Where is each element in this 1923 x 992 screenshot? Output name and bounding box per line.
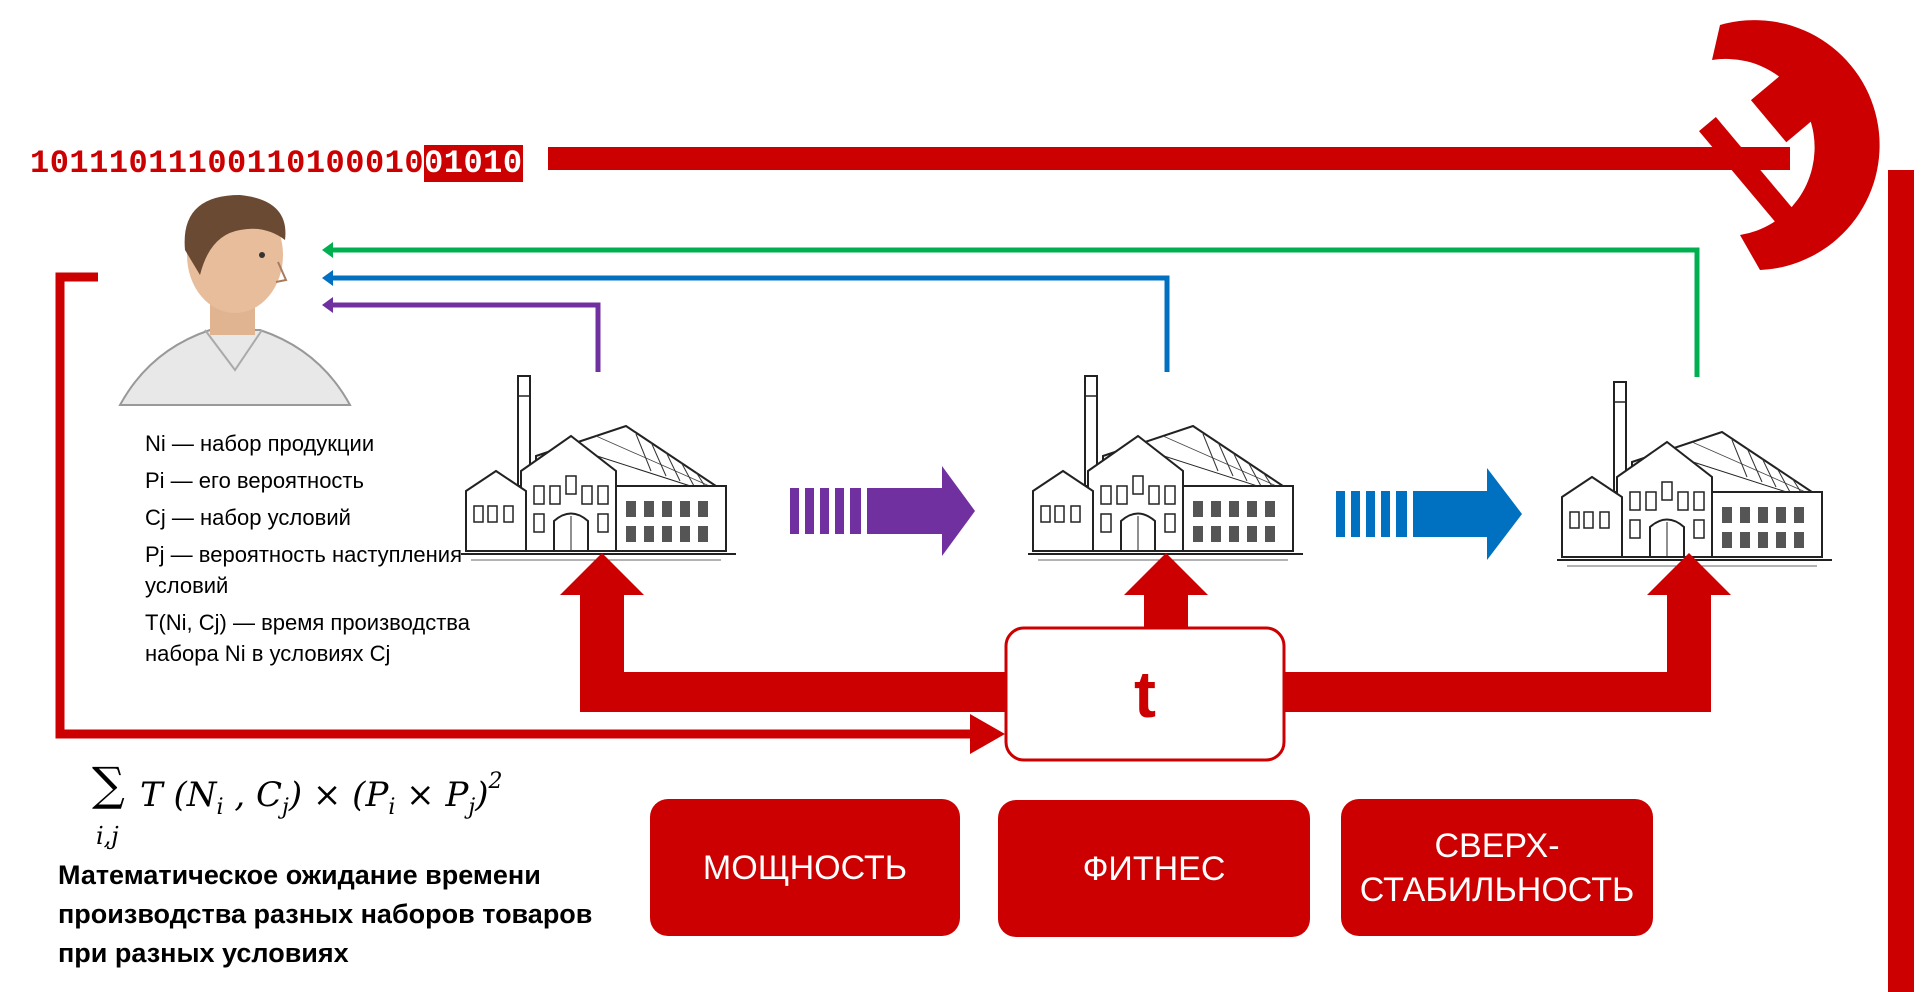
t-box <box>1004 626 1286 762</box>
power-button-label: МОЩНОСТЬ <box>702 848 908 887</box>
legend-item: Cj — набор условий <box>145 505 351 530</box>
person-portrait-icon <box>118 195 352 406</box>
formula-graphic: ∑ i,j T (Ni , Cj) × (Pi × Pj)2 <box>92 757 502 850</box>
factory-icon <box>1027 375 1304 561</box>
legend-item: Pi — его вероятность <box>145 468 364 493</box>
variable-legend: Ni — набор продукции Pi — его вероятност… <box>145 428 505 675</box>
t-label: t <box>1134 657 1156 731</box>
binary-sequence: 1011101110011010001001010 <box>30 143 523 185</box>
red-top-line <box>548 147 1745 170</box>
blue-feedback-line <box>333 275 1170 372</box>
super-stability-button-label: СВЕРХ- СТАБИЛЬНОСТЬ <box>1359 826 1635 909</box>
svg-text:T (Ni , Cj) × (Pi × Pj)2: T (Ni , Cj) × (Pi × Pj)2 <box>140 769 502 820</box>
red-right-vertical <box>1888 170 1914 992</box>
blue-flow-arrow <box>1336 468 1522 560</box>
sum-symbol: ∑ <box>92 758 125 811</box>
factory-icon <box>1556 381 1833 567</box>
red-feedback-arrowhead <box>970 714 1005 754</box>
formula-caption: Математическое ожидание времени производ… <box>58 860 593 968</box>
legend-item: T(Ni, Cj) — время производства набора Ni… <box>145 610 470 666</box>
super-stability-button[interactable]: СВЕРХ- СТАБИЛЬНОСТЬ <box>1341 799 1653 936</box>
legend-item: Ni — набор продукции <box>145 431 375 456</box>
purple-feedback-line <box>333 302 601 372</box>
red-feedback-line <box>55 272 985 739</box>
hammer-and-sickle-icon <box>1699 20 1880 271</box>
sum-index: i,j <box>96 822 119 850</box>
binary-main: 10111011100110100010 <box>30 145 425 182</box>
green-feedback-line <box>333 247 1700 377</box>
expected-time-formula: ∑ i,j T (Ni , Cj) × (Pi × Pj)2 <box>90 757 560 862</box>
purple-flow-arrow <box>790 466 975 556</box>
power-button[interactable]: МОЩНОСТЬ <box>650 799 960 936</box>
fitness-button-label: ФИТНЕС <box>1082 849 1226 888</box>
binary-highlighted: 01010 <box>424 145 523 182</box>
legend-item: Pj — вероятность наступления условий <box>145 542 463 598</box>
fitness-button[interactable]: ФИТНЕС <box>998 800 1310 937</box>
